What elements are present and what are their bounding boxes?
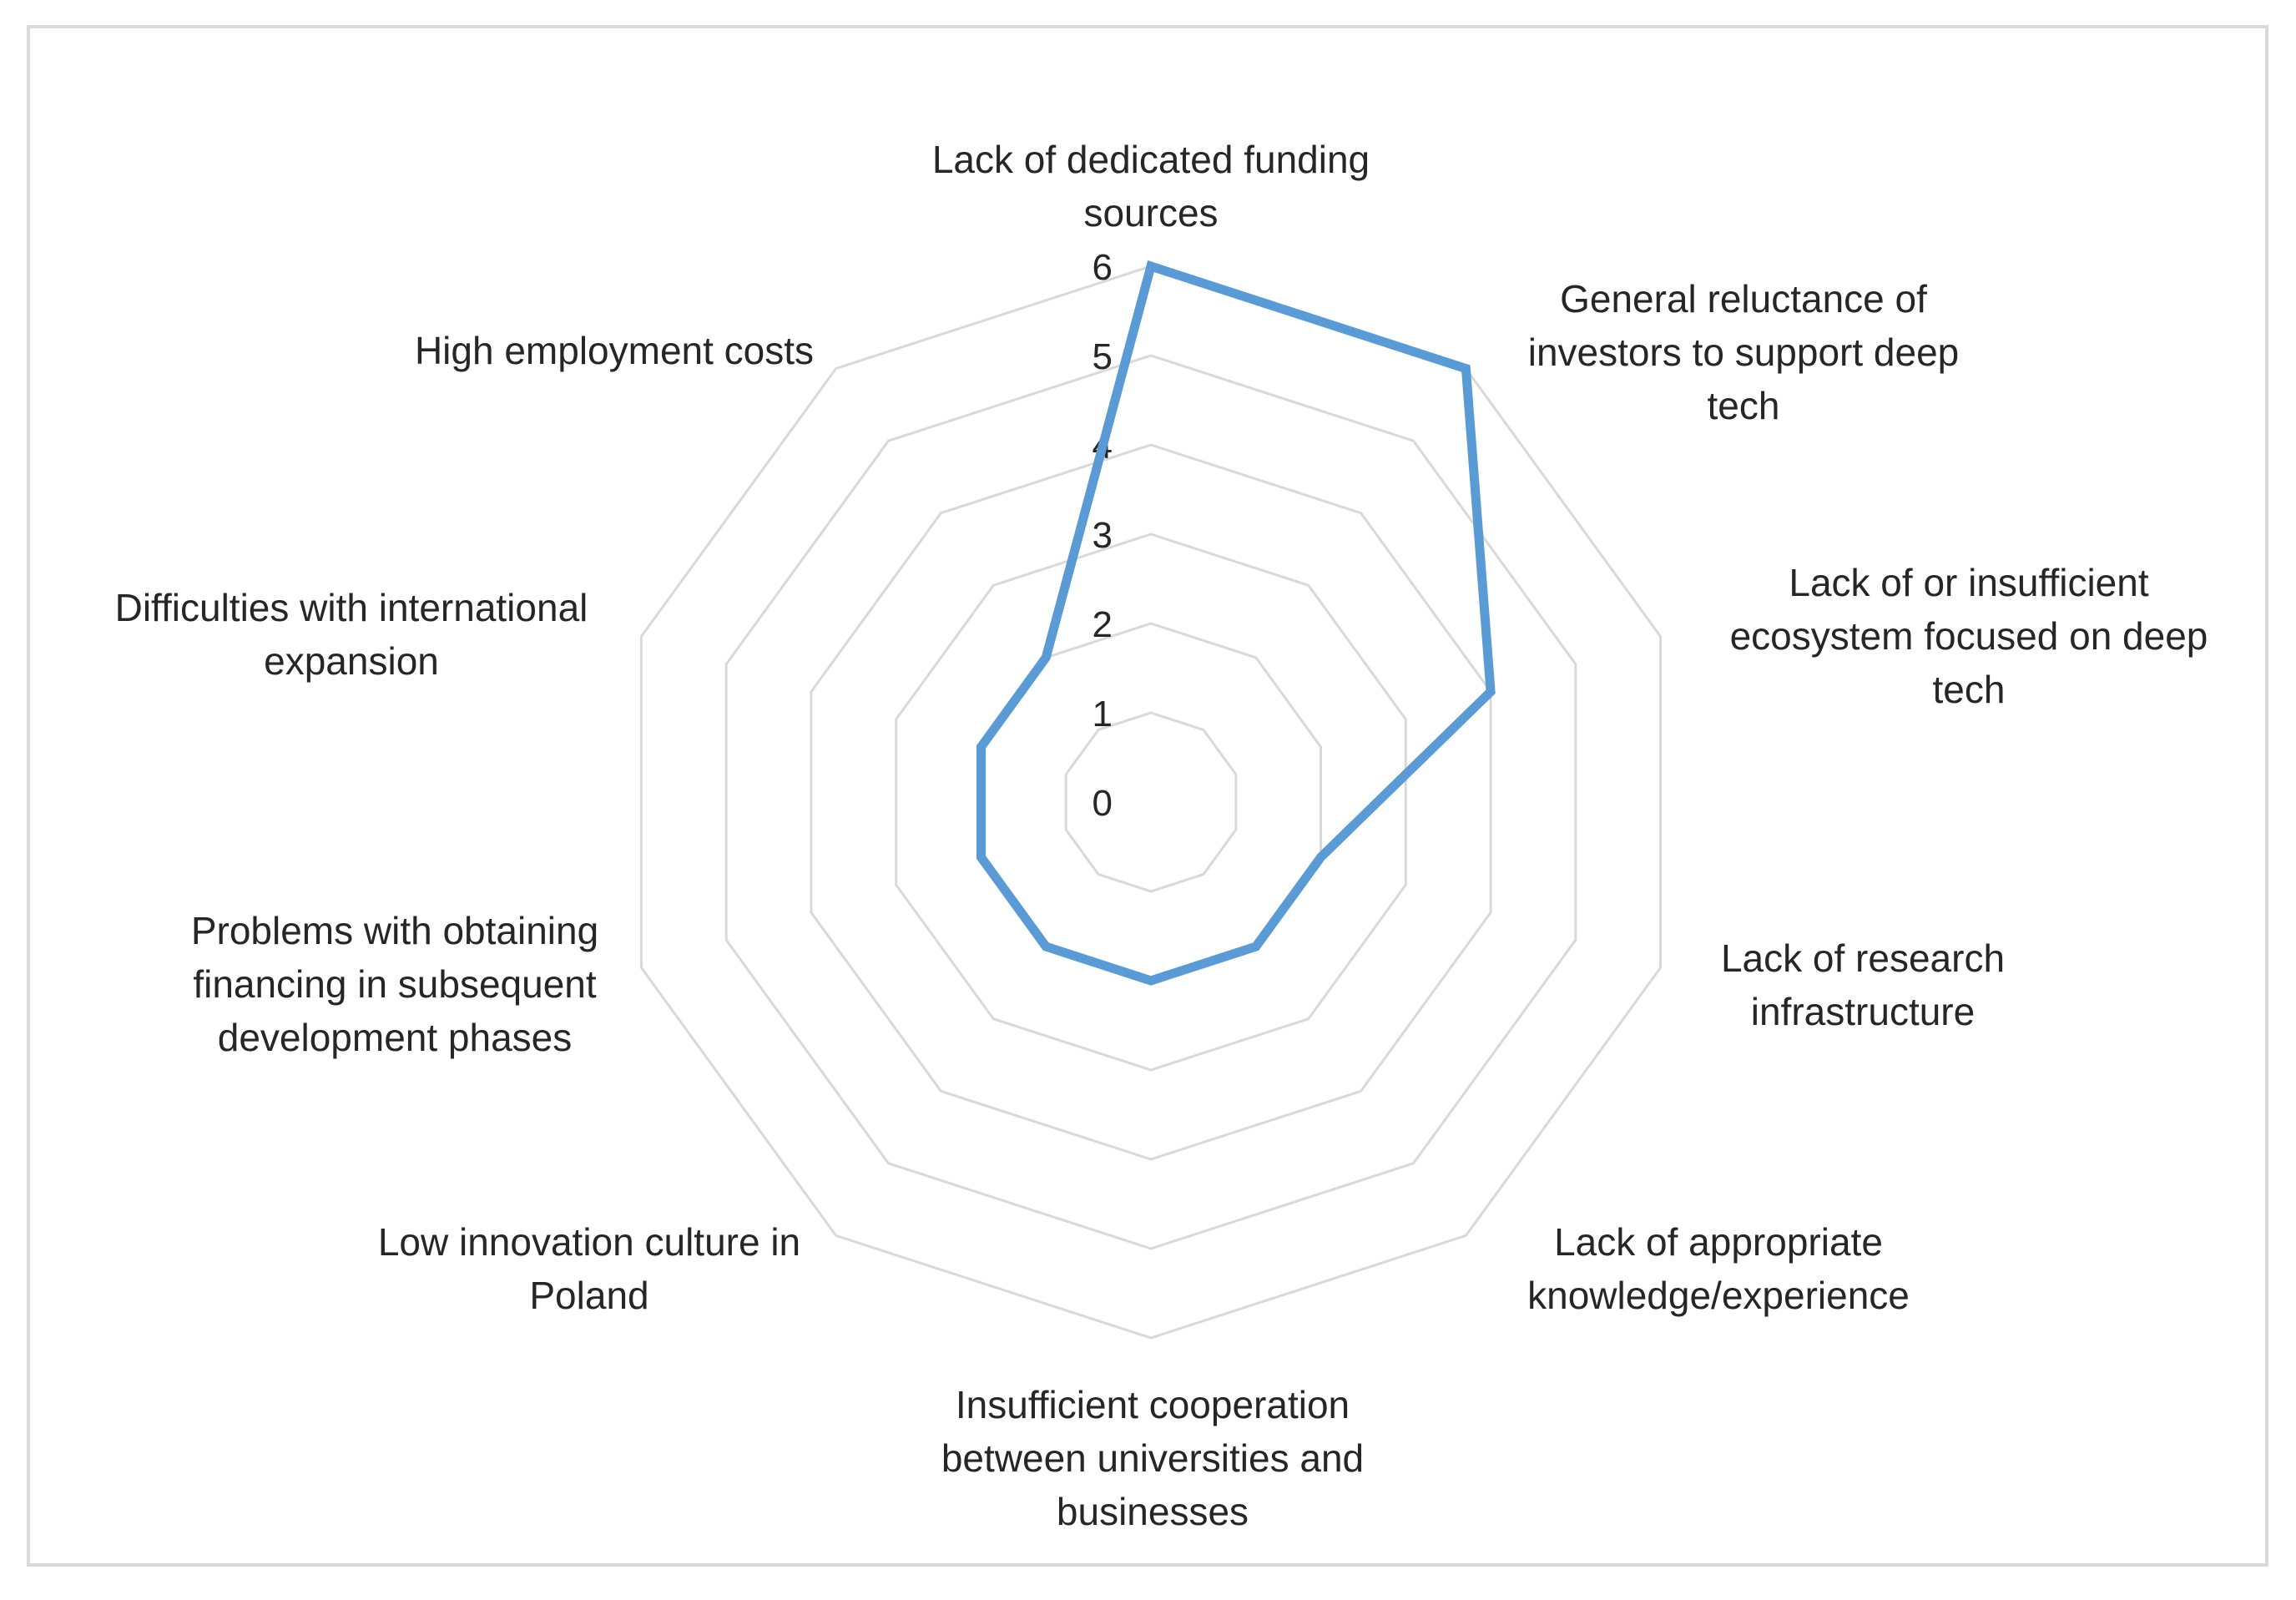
- category-label-line: financing in subsequent: [193, 962, 597, 1006]
- category-label-line: Lack of dedicated funding: [932, 138, 1370, 181]
- radar-grid: [639, 265, 1663, 1340]
- grid-ring-6: [639, 265, 1663, 1340]
- category-label-line: infrastructure: [1751, 990, 1975, 1033]
- category-label-line: investors to support deep: [1528, 331, 1960, 374]
- series-point: [976, 853, 986, 862]
- category-label-line: tech: [1933, 668, 2006, 711]
- series-point: [1461, 364, 1471, 373]
- grid-ring-1: [1064, 711, 1238, 893]
- category-label-line: tech: [1708, 384, 1780, 427]
- category-label-line: Lack of or insufficient: [1789, 561, 2148, 604]
- category-label: High employment costs: [415, 329, 814, 372]
- category-label-line: Poland: [529, 1274, 648, 1317]
- category-label-line: ecosystem focused on deep: [1730, 614, 2208, 658]
- series-point: [976, 742, 986, 751]
- category-label: Insufficient cooperation between universi…: [941, 1383, 1364, 1533]
- category-label: General reluctance of investors to suppor…: [1528, 277, 1960, 427]
- radial-tick-label: 2: [1092, 604, 1113, 645]
- series-point: [1316, 853, 1325, 862]
- category-label-line: knowledge/experience: [1527, 1274, 1910, 1317]
- category-labels: Lack of dedicated funding sourcesGeneral …: [115, 138, 2208, 1533]
- category-label-line: Insufficient cooperation: [956, 1383, 1350, 1426]
- grid-ring-3: [895, 532, 1407, 1072]
- radial-tick-label: 5: [1092, 336, 1113, 377]
- category-label-line: Problems with obtaining: [191, 909, 598, 952]
- category-label: Difficulties with international expansion: [115, 586, 588, 683]
- category-label-line: General reluctance of: [1560, 277, 1927, 321]
- category-label-line: sources: [1083, 191, 1218, 235]
- category-label: Lack of dedicated funding sources: [932, 138, 1370, 235]
- category-label-line: expansion: [264, 639, 439, 683]
- grid-ring-5: [724, 354, 1577, 1250]
- category-label-line: Low innovation culture in: [378, 1220, 800, 1264]
- category-label-line: Lack of appropriate: [1554, 1220, 1883, 1264]
- category-label: Lack of or insufficient ecosystem focused…: [1730, 561, 2208, 711]
- category-label-line: development phases: [218, 1016, 573, 1059]
- series-point: [1147, 262, 1155, 270]
- series-layer: [976, 260, 1496, 986]
- category-label-line: Lack of research: [1721, 936, 2005, 980]
- category-label-line: businesses: [1057, 1490, 1249, 1533]
- series-point: [1251, 942, 1260, 951]
- radial-tick-label: 3: [1092, 515, 1113, 556]
- radial-tick-label: 0: [1092, 783, 1113, 824]
- grid-ring-4: [810, 443, 1492, 1161]
- category-label-line: Difficulties with international: [115, 586, 588, 629]
- series-line: [976, 260, 1496, 986]
- category-label-line: High employment costs: [415, 329, 814, 372]
- series-point: [1147, 977, 1155, 985]
- category-label: Lack of appropriate knowledge/experience: [1527, 1220, 1910, 1317]
- series-point: [1042, 653, 1051, 662]
- radial-tick-label: 1: [1092, 694, 1113, 734]
- category-label-line: between universities and: [941, 1436, 1364, 1480]
- series-point: [1486, 687, 1496, 696]
- category-label: Lack of research infrastructure: [1721, 936, 2005, 1033]
- radial-tick-label: 6: [1092, 247, 1113, 288]
- category-label: Low innovation culture in Poland: [378, 1220, 800, 1317]
- category-label: Problems with obtaining financing in subs…: [191, 909, 598, 1059]
- series-point: [1042, 942, 1051, 951]
